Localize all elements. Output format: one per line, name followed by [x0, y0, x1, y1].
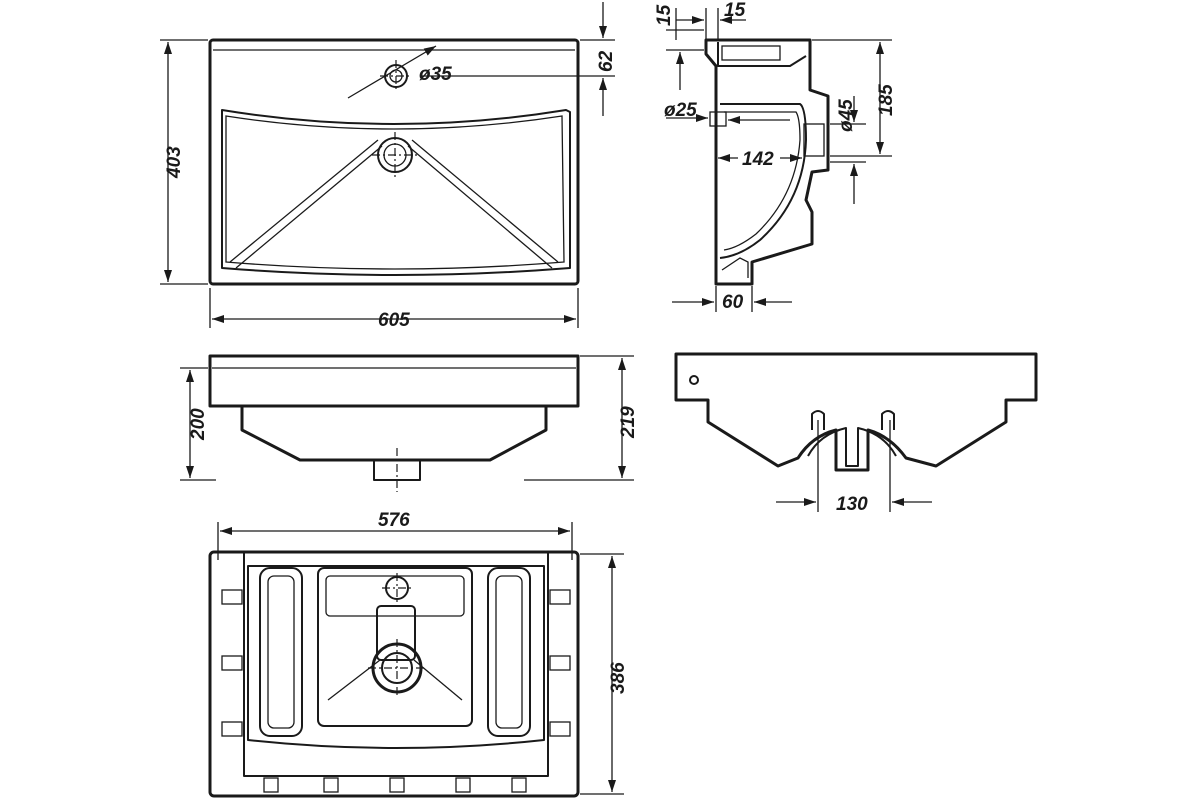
- bottom-overflow-recess: [325, 575, 465, 617]
- bottom-rib-right-3: [549, 721, 571, 737]
- side-dia-45-label: ø45: [836, 99, 857, 132]
- bottom-rib-right-2: [549, 655, 571, 671]
- width-605-label: 605: [378, 310, 410, 331]
- bottom-outline: [208, 550, 580, 798]
- bottom-right-slot: [487, 567, 531, 737]
- side-section-outline: [704, 38, 830, 286]
- top-view: ø35 403 605 62: [160, 2, 617, 331]
- back-fixing-hole: [689, 375, 699, 385]
- back-lug-right: [881, 410, 895, 430]
- bottom-view: 576 386: [208, 510, 629, 798]
- bottom-rib-left-3: [221, 721, 243, 737]
- slope-line-right-2: [407, 145, 553, 269]
- bottom-rib-right-1: [549, 589, 571, 605]
- side-dia-25-label: ø25: [664, 100, 697, 121]
- side-overflow-channel: [721, 45, 781, 61]
- side-60-label: 60: [722, 292, 744, 313]
- bottom-front-rib-1: [263, 777, 279, 793]
- bottom-overflow-channel: [376, 605, 416, 661]
- side-15b-label: 15: [724, 0, 746, 21]
- tap-dia-leader: [347, 45, 437, 99]
- bowl-outline: [221, 109, 571, 276]
- side-view: 15 15 185 ø45 ø25 142 60: [654, 0, 897, 313]
- basin-outline: [208, 38, 580, 286]
- bottom-front-rib-5: [511, 777, 527, 793]
- bottom-bowl-recess: [317, 567, 473, 727]
- front-219-label: 219: [618, 406, 639, 439]
- front-bowl: [240, 404, 548, 462]
- side-outlet-45: [803, 123, 825, 157]
- side-142-label: 142: [742, 149, 774, 170]
- side-rim-inner: [717, 42, 807, 67]
- tap-hole-diameter-label: ø35: [419, 64, 452, 85]
- front-200-label: 200: [188, 408, 209, 441]
- slope-line-left-2: [235, 145, 383, 269]
- back-trap-curve: [807, 427, 897, 467]
- back-outline: [674, 352, 1038, 472]
- side-foot-detail: [721, 257, 749, 278]
- bottom-front-rib-4: [455, 777, 471, 793]
- side-drain-25: [709, 111, 727, 127]
- front-view: 200 219: [180, 354, 639, 492]
- side-185-label: 185: [876, 84, 897, 116]
- bottom-front-rib-2: [323, 777, 339, 793]
- back-lug-left: [811, 410, 825, 430]
- depth-403-label: 403: [164, 146, 185, 179]
- bowl-inner-line: [225, 115, 565, 270]
- back-130-label: 130: [836, 494, 868, 515]
- front-rim: [208, 354, 580, 408]
- side-15a-label: 15: [654, 4, 675, 26]
- bottom-576-label: 576: [378, 510, 410, 531]
- bottom-right-slot-inner: [495, 575, 523, 729]
- side-bowl-curve: [719, 103, 807, 259]
- tap-offset-62-label: 62: [596, 50, 617, 72]
- slope-line-right: [411, 139, 559, 263]
- bottom-underside: [247, 565, 545, 749]
- bottom-rib-left-1: [221, 589, 243, 605]
- bottom-386-label: 386: [608, 662, 629, 694]
- bottom-slope-left: [327, 659, 381, 701]
- bottom-left-slot: [259, 567, 303, 737]
- slope-line-left: [229, 139, 379, 263]
- bottom-inner-frame: [243, 552, 549, 777]
- side-bowl-curve-inner: [723, 111, 801, 251]
- bottom-front-rib-3: [389, 777, 405, 793]
- bottom-rib-left-2: [221, 655, 243, 671]
- label-142-bg: [738, 147, 780, 167]
- bottom-left-slot-inner: [267, 575, 295, 729]
- back-view: 130: [674, 352, 1038, 515]
